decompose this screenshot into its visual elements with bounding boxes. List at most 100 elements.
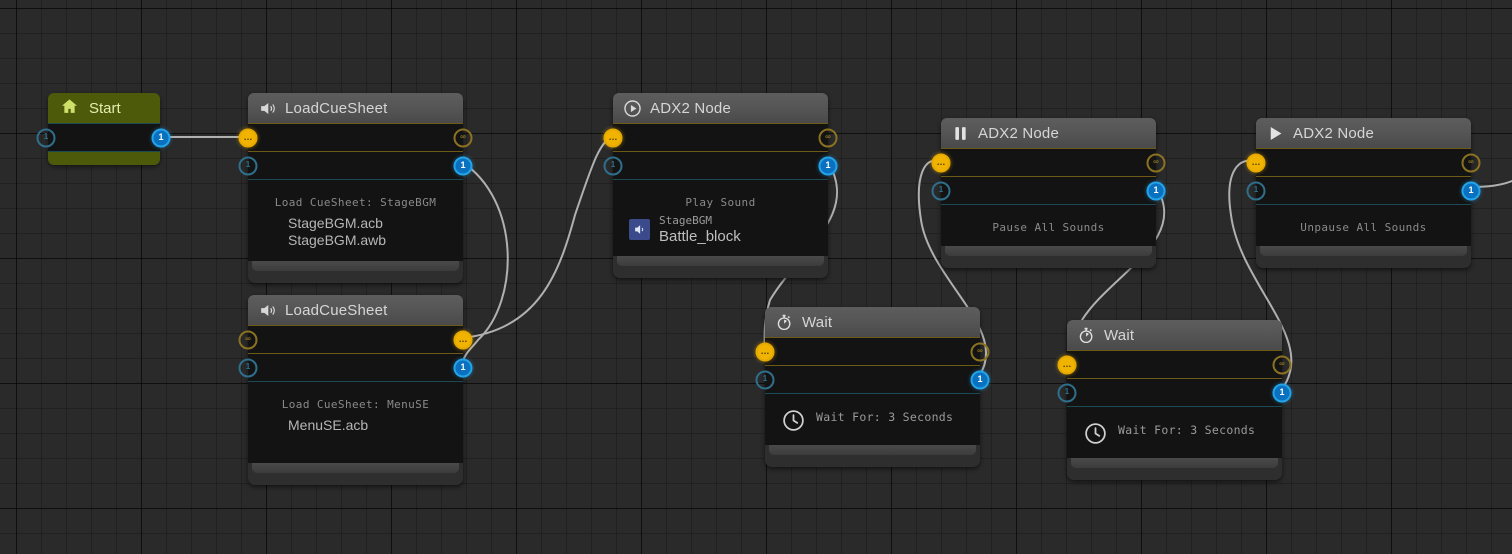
pin-row-data: 1 1 [931, 177, 1166, 205]
pin-data-in[interactable]: 1 [238, 156, 258, 175]
pin-row-data: 1 1 [1246, 177, 1481, 205]
node-adx2-play-sound[interactable]: ADX2 Node … ∞ 1 1 Play Sound [603, 93, 838, 278]
speaker-icon [258, 301, 277, 320]
pin-data-out[interactable]: 1 [818, 156, 838, 175]
sound-cue-icon [629, 219, 650, 240]
pin-row-data: 1 1 [238, 152, 473, 180]
pin-data-in[interactable]: 1 [1246, 181, 1266, 200]
pin-row-exec: … ∞ [603, 123, 838, 152]
pin-exec-out[interactable]: … [453, 330, 473, 349]
node-start-header[interactable]: Start [48, 93, 160, 123]
node-start-title: Start [89, 99, 121, 117]
pin-row-exec: … ∞ [238, 123, 473, 152]
pin-row-data: 1 1 [238, 354, 473, 382]
pin-data-out[interactable]: 1 [1272, 383, 1292, 402]
pin-row-data: 1 1 [1057, 379, 1292, 407]
node-header[interactable]: ADX2 Node [1256, 118, 1471, 148]
node-wait-1[interactable]: Wait … ∞ 1 1 [755, 307, 990, 467]
node-title: Wait [802, 313, 833, 331]
wire-loadcuesheet2-to-playsound [461, 136, 614, 339]
node-title: ADX2 Node [650, 99, 732, 117]
node-footer [769, 445, 976, 455]
cue-sheet-name: StageBGM [659, 214, 712, 227]
pin-data-in[interactable]: 1 [931, 181, 951, 200]
pin-exec-in[interactable]: … [755, 342, 775, 361]
node-caption: Unpause All Sounds [1300, 221, 1427, 234]
pin-exec-in[interactable]: … [931, 153, 951, 172]
file-list: StageBGM.acb StageBGM.awb [260, 215, 451, 249]
speaker-icon [258, 99, 277, 118]
wait-caption: Wait For: 3 Seconds [816, 410, 954, 424]
node-header[interactable]: ADX2 Node [941, 118, 1156, 148]
pin-row-data: 1 1 [603, 152, 838, 180]
pin-row-exec: … ∞ [1057, 350, 1292, 379]
node-adx2-unpause-all[interactable]: ADX2 Node … ∞ 1 1 Unpause All Sound [1246, 118, 1481, 268]
pin-exec-out[interactable]: ∞ [818, 128, 838, 147]
pin-data-out[interactable]: 1 [1146, 181, 1166, 200]
node-body: … ∞ 1 1 Unpause All Sounds [1246, 148, 1481, 246]
pin-data-in[interactable]: 1 [1057, 383, 1077, 402]
pin-exec-in[interactable]: … [238, 128, 258, 147]
pin-data-in[interactable]: 1 [755, 370, 775, 389]
pin-start-data-in[interactable]: 1 [36, 128, 56, 147]
node-title: LoadCueSheet [285, 301, 388, 319]
node-body: … ∞ 1 1 Pause All Sounds [931, 148, 1166, 246]
node-content: Pause All Sounds [941, 205, 1156, 246]
node-footer [945, 246, 1152, 256]
pause-icon [951, 124, 970, 143]
node-header[interactable]: LoadCueSheet [248, 93, 463, 123]
node-content: Load CueSheet: StageBGM StageBGM.acb Sta… [248, 180, 463, 261]
wait-duration-field[interactable]: Wait For: 3 Seconds [777, 404, 968, 433]
node-caption: Load CueSheet: MenuSE [281, 398, 430, 411]
node-content: Play Sound StageBGM Battle_block [613, 180, 828, 256]
pin-data-in[interactable]: 1 [238, 358, 258, 377]
node-footer [1071, 458, 1278, 468]
node-body: ∞ … 1 1 Load CueSheet: MenuSE MenuSE.acb [238, 325, 473, 463]
node-title: Wait [1104, 326, 1135, 344]
pin-exec-out[interactable]: ∞ [970, 342, 990, 361]
pin-data-out[interactable]: 1 [453, 358, 473, 377]
pin-row-data: 1 1 [755, 366, 990, 394]
node-header[interactable]: LoadCueSheet [248, 295, 463, 325]
node-body: … ∞ 1 1 [755, 337, 990, 445]
node-title: ADX2 Node [1293, 124, 1375, 142]
node-footer [617, 256, 824, 266]
pin-data-out[interactable]: 1 [970, 370, 990, 389]
node-start[interactable]: Start 1 1 [36, 93, 171, 165]
node-header[interactable]: ADX2 Node [613, 93, 828, 123]
node-header[interactable]: Wait [1067, 320, 1282, 350]
cue-reference[interactable]: StageBGM Battle_block [625, 215, 816, 244]
wait-duration-field[interactable]: Wait For: 3 Seconds [1079, 417, 1270, 446]
pin-data-in[interactable]: 1 [603, 156, 623, 175]
node-wait-2[interactable]: Wait … ∞ 1 1 [1057, 320, 1292, 480]
pin-row-exec: ∞ … [238, 325, 473, 354]
pin-exec-out[interactable]: ∞ [1272, 355, 1292, 374]
node-body: … ∞ 1 1 Load CueSheet: StageBGM StageBGM… [238, 123, 473, 261]
node-header[interactable]: Wait [765, 307, 980, 337]
pin-exec-in[interactable]: … [603, 128, 623, 147]
node-footer [252, 463, 459, 473]
node-footer [252, 261, 459, 271]
pin-exec-in[interactable]: … [1246, 153, 1266, 172]
pin-data-out[interactable]: 1 [1461, 181, 1481, 200]
pin-exec-out[interactable]: ∞ [1146, 153, 1166, 172]
node-title: LoadCueSheet [285, 99, 388, 117]
pin-exec-out[interactable]: ∞ [1461, 153, 1481, 172]
file-item: StageBGM.awb [288, 232, 387, 248]
pin-data-out[interactable]: 1 [453, 156, 473, 175]
node-load-cuesheet-stagebgm[interactable]: LoadCueSheet … ∞ 1 1 Load CueSheet: [238, 93, 473, 283]
node-load-cuesheet-menuse[interactable]: LoadCueSheet ∞ … 1 1 Load CueSheet: [238, 295, 473, 485]
pin-row-exec: … ∞ [755, 337, 990, 366]
pin-start-exec-out[interactable]: 1 [151, 128, 171, 147]
play-circle-icon [623, 99, 642, 118]
node-caption: Load CueSheet: StageBGM [274, 196, 437, 209]
pin-exec-in[interactable]: … [1057, 355, 1077, 374]
pin-exec-out[interactable]: ∞ [453, 128, 473, 147]
file-list: MenuSE.acb [260, 417, 451, 434]
pin-exec-in[interactable]: ∞ [238, 330, 258, 349]
file-item: MenuSE.acb [288, 417, 369, 433]
file-item: StageBGM.acb [288, 215, 383, 231]
node-adx2-pause-all[interactable]: ADX2 Node … ∞ 1 1 Pause All Sounds [931, 118, 1166, 268]
stopwatch-icon [1077, 326, 1096, 345]
